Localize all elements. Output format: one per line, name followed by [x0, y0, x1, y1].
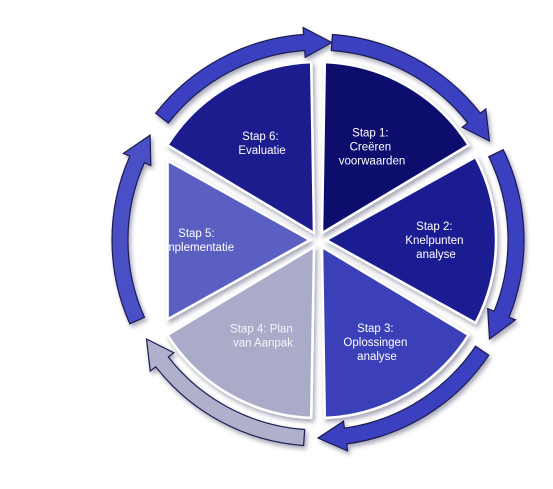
cycle-arrow-1 [330, 33, 491, 143]
arrow-ring [111, 26, 525, 452]
label-step-3: Stap 3: Oplossingen analyse [343, 323, 410, 363]
label-step-6: Stap 6: Evaluatie [238, 131, 285, 157]
segment-step-3 [320, 244, 471, 420]
label-step-5: Stap 5: Implementatie [162, 228, 234, 254]
segment-labels: Stap 1: Creëren voorwaarden Stap 2: Knel… [162, 128, 466, 364]
label-step-2: Stap 2: Knelpunten analyse [405, 221, 466, 261]
segment-ring [165, 60, 498, 420]
segment-step-1 [320, 60, 471, 236]
cycle-arrow-2 [487, 148, 525, 341]
segment-step-6 [165, 60, 316, 236]
label-step-1: Stap 1: Creëren voorwaarden [339, 128, 405, 168]
label-step-4: Stap 4: Plan van Aanpak [230, 323, 296, 349]
cycle-arrow-5 [111, 133, 152, 325]
segment-step-2 [323, 155, 498, 325]
segment-step-4 [165, 244, 316, 420]
cycle-arrow-4 [145, 337, 306, 447]
cycle-arrow-3 [316, 345, 490, 452]
segment-step-5 [166, 158, 313, 322]
cycle-arrow-6 [154, 26, 334, 124]
